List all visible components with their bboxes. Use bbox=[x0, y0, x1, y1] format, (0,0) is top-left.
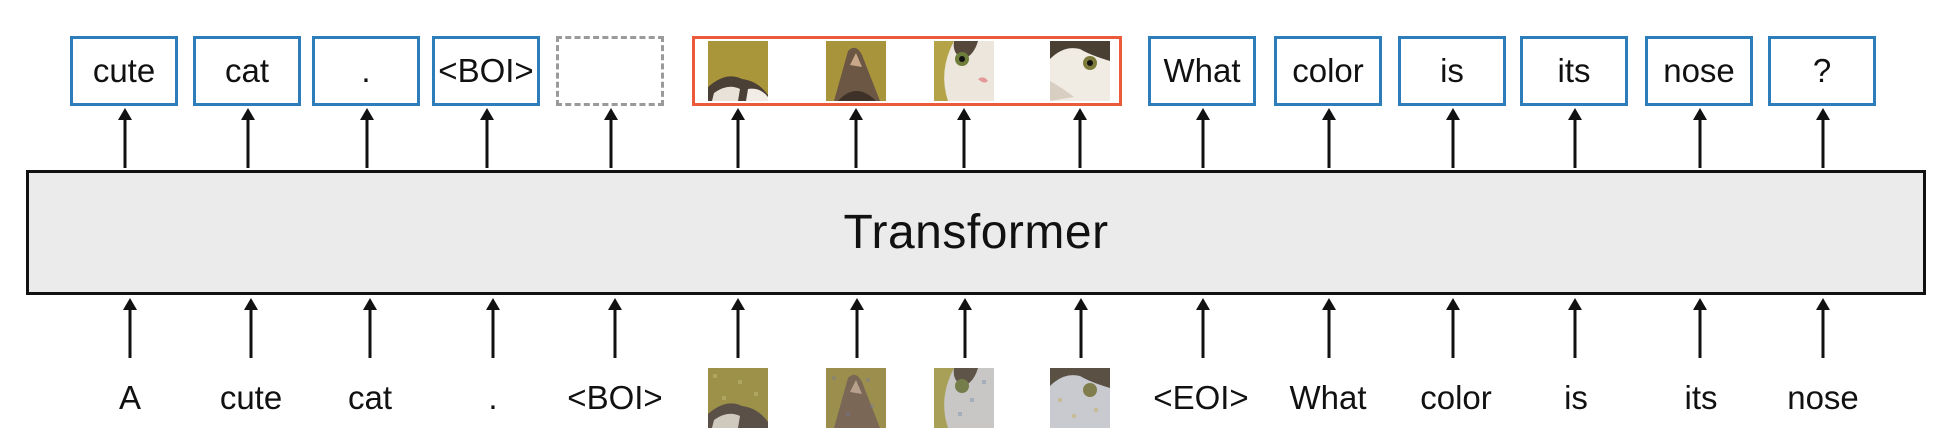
arrow-up-in-6 bbox=[731, 298, 745, 358]
arrow-up-out-13 bbox=[1568, 108, 1582, 168]
arrow-up-out-5 bbox=[604, 108, 618, 168]
input-token-cute: cute bbox=[219, 379, 283, 416]
arrow-up-out-12 bbox=[1446, 108, 1460, 168]
arrow-up-out-10 bbox=[1196, 108, 1210, 168]
input-token-a: A bbox=[118, 379, 141, 416]
input-token-period: . bbox=[488, 379, 498, 416]
input-token-is: is bbox=[1564, 379, 1588, 416]
arrow-up-out-15 bbox=[1816, 108, 1830, 168]
input-image-patch-3 bbox=[934, 368, 994, 428]
output-token-question: ? bbox=[1768, 36, 1876, 106]
arrow-up-in-14 bbox=[1693, 298, 1707, 358]
arrow-up-out-7 bbox=[849, 108, 863, 168]
input-image-patch-1 bbox=[708, 368, 768, 428]
arrow-up-out-9 bbox=[1073, 108, 1087, 168]
arrow-up-out-8 bbox=[957, 108, 971, 168]
arrow-up-in-9 bbox=[1074, 298, 1088, 358]
output-image-patch-2 bbox=[826, 41, 886, 101]
input-image-patch-4 bbox=[1050, 368, 1110, 428]
output-token-period: . bbox=[312, 36, 420, 106]
arrow-up-out-1 bbox=[118, 108, 132, 168]
input-image-patch-2 bbox=[826, 368, 886, 428]
output-token-boi: <BOI> bbox=[432, 36, 540, 106]
input-token-boi: <BOI> bbox=[567, 379, 663, 416]
arrow-up-out-4 bbox=[480, 108, 494, 168]
arrow-up-in-8 bbox=[958, 298, 972, 358]
arrow-up-out-14 bbox=[1693, 108, 1707, 168]
arrow-up-in-2 bbox=[244, 298, 258, 358]
input-token-what: What bbox=[1289, 379, 1367, 416]
arrow-up-in-15 bbox=[1816, 298, 1830, 358]
input-token-its: its bbox=[1684, 379, 1718, 416]
output-image-patch-3 bbox=[934, 41, 994, 101]
arrow-up-in-1 bbox=[123, 298, 137, 358]
arrow-up-in-7 bbox=[850, 298, 864, 358]
arrow-up-in-4 bbox=[486, 298, 500, 358]
input-token-color: color bbox=[1420, 379, 1492, 416]
arrow-up-in-11 bbox=[1322, 298, 1336, 358]
output-token-cat: cat bbox=[193, 36, 301, 106]
output-image-patch-1 bbox=[708, 41, 768, 101]
arrow-up-in-12 bbox=[1446, 298, 1460, 358]
arrow-up-in-5 bbox=[608, 298, 622, 358]
arrow-up-out-2 bbox=[241, 108, 255, 168]
arrow-up-in-13 bbox=[1568, 298, 1582, 358]
transformer-label: Transformer bbox=[843, 206, 1109, 259]
output-token-color: color bbox=[1274, 36, 1382, 106]
input-token-eoi: <EOI> bbox=[1153, 379, 1249, 416]
arrow-up-out-6 bbox=[731, 108, 745, 168]
transformer-block: Transformer bbox=[26, 170, 1926, 295]
arrow-up-out-3 bbox=[360, 108, 374, 168]
output-token-is: is bbox=[1398, 36, 1506, 106]
arrow-up-out-11 bbox=[1322, 108, 1336, 168]
input-token-cat: cat bbox=[347, 379, 393, 416]
output-token-nose: nose bbox=[1645, 36, 1753, 106]
arrow-up-in-3 bbox=[363, 298, 377, 358]
output-token-its: its bbox=[1520, 36, 1628, 106]
output-image-patch-4 bbox=[1050, 41, 1110, 101]
arrow-up-in-10 bbox=[1196, 298, 1210, 358]
input-token-nose: nose bbox=[1787, 379, 1859, 416]
output-token-what: What bbox=[1148, 36, 1256, 106]
output-token-masked bbox=[556, 36, 664, 106]
output-token-cute: cute bbox=[70, 36, 178, 106]
